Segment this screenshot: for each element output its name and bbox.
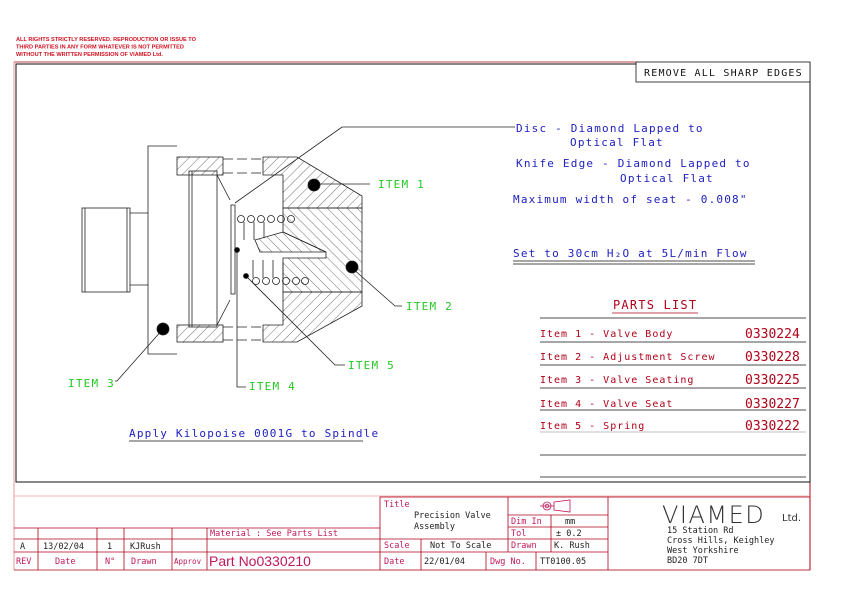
drawn-header: Drawn — [131, 557, 157, 567]
title-label: Title — [384, 500, 410, 510]
scale-value: Not To Scale — [430, 541, 491, 551]
rev-value: A — [20, 542, 25, 552]
callout-item-1: ITEM 1 — [378, 178, 425, 191]
sharp-edges-note: REMOVE ALL SHARP EDGES — [644, 68, 803, 79]
disc-note-2: Optical Flat — [570, 136, 664, 149]
part-desc: Item 5 - Spring — [540, 421, 645, 432]
address-line: 15 Station Rd — [667, 526, 734, 536]
part-number: 0330228 — [745, 350, 800, 365]
dim-label: Dim In — [511, 517, 542, 527]
copyright-notice: ALL RIGHTS STRICTLY RESERVED. REPRODUCTI… — [16, 37, 197, 58]
drawn-label: Drawn — [511, 541, 537, 551]
address-line: BD20 7DT — [667, 556, 708, 566]
part-desc: Item 3 - Valve Seating — [540, 375, 694, 386]
company-logo: VIAMED — [662, 501, 765, 529]
rev-no-value: 1 — [107, 542, 112, 552]
valve-cross-section — [81, 126, 515, 388]
copyright-line: WITHOUT THE WRITTEN PERMISSION OF VIAMED… — [16, 52, 163, 58]
address-line: Cross Hills, Keighley — [667, 536, 774, 546]
tol-label: Tol — [511, 529, 526, 539]
drawn-value: K. Rush — [554, 541, 590, 551]
part-number: 0330222 — [745, 419, 800, 434]
company-block: VIAMED Ltd. 15 Station Rd Cross Hills, K… — [662, 501, 801, 566]
part-number: 0330225 — [745, 373, 800, 388]
spindle-knob — [81, 207, 131, 293]
parts-list: PARTS LIST Item 1 - Valve Body Item 2 - … — [540, 298, 806, 478]
item-callouts: ITEM 1 ITEM 2 ITEM 3 ITEM 4 ITEM 5 — [68, 178, 453, 393]
drawing-title-2: Assembly — [414, 522, 455, 532]
third-angle-projection-icon — [540, 499, 571, 513]
revision-block: Material : See Parts List A 13/02/04 1 K… — [16, 529, 338, 569]
parts-list-title: PARTS LIST — [613, 298, 697, 312]
material-label: Material : See Parts List — [210, 529, 338, 539]
dim-value: mm — [565, 517, 575, 527]
spring — [237, 215, 309, 285]
part-desc: Item 4 - Valve Seat — [540, 399, 673, 410]
scale-label: Scale — [384, 541, 410, 551]
copyright-line: ALL RIGHTS STRICTLY RESERVED. REPRODUCTI… — [16, 37, 197, 43]
sheet-border — [13, 61, 811, 570]
dwg-no-label: Dwg No. — [490, 557, 526, 567]
rev-date-value: 13/02/04 — [43, 542, 84, 552]
address-line: West Yorkshire — [667, 546, 739, 556]
title-block-grid — [14, 495, 811, 571]
part-desc: Item 1 - Valve Body — [540, 329, 673, 340]
no-header: N° — [105, 557, 115, 567]
disc-note: Disc - Diamond Lapped to — [516, 122, 704, 135]
company-suffix: Ltd. — [782, 513, 801, 524]
date-value: 22/01/04 — [424, 557, 465, 567]
part-number: 0330227 — [745, 397, 800, 412]
tol-value: ± 0.2 — [556, 529, 582, 539]
flow-setting-note: Set to 30cm H₂O at 5L/min Flow — [513, 247, 748, 260]
knife-edge-note: Knife Edge - Diamond Lapped to — [516, 157, 751, 170]
max-width-note: Maximum width of seat - 0.008" — [513, 193, 748, 206]
part-number-label: Part No0330210 — [209, 553, 311, 569]
rev-drawn-value: KJRush — [130, 542, 161, 552]
rev-header: REV — [16, 557, 31, 567]
drawing-notes: Disc - Diamond Lapped to Optical Flat Kn… — [129, 122, 751, 440]
part-desc: Item 2 - Adjustment Screw — [540, 352, 716, 363]
title-block: Title Precision Valve Assembly Dim In mm… — [384, 500, 590, 567]
lubricant-note: Apply Kilopoise 0001G to Spindle — [129, 427, 379, 440]
approv-header: Approv — [174, 557, 202, 566]
knife-edge-note-2: Optical Flat — [620, 172, 714, 185]
part-number: 0330224 — [745, 327, 800, 342]
callout-item-5: ITEM 5 — [348, 359, 395, 372]
callout-item-4: ITEM 4 — [249, 380, 296, 393]
dwg-no-value: TT0100.05 — [540, 557, 586, 567]
drawing-title: Precision Valve — [414, 511, 491, 521]
date-header: Date — [55, 557, 75, 567]
copyright-line: THIRD PARTIES IN ANY FORM WHATEVER IS NO… — [16, 45, 184, 51]
valve-seating-plate — [147, 145, 177, 355]
callout-item-3: ITEM 3 — [68, 377, 115, 390]
callout-item-2: ITEM 2 — [406, 300, 453, 313]
date-label: Date — [384, 557, 404, 567]
